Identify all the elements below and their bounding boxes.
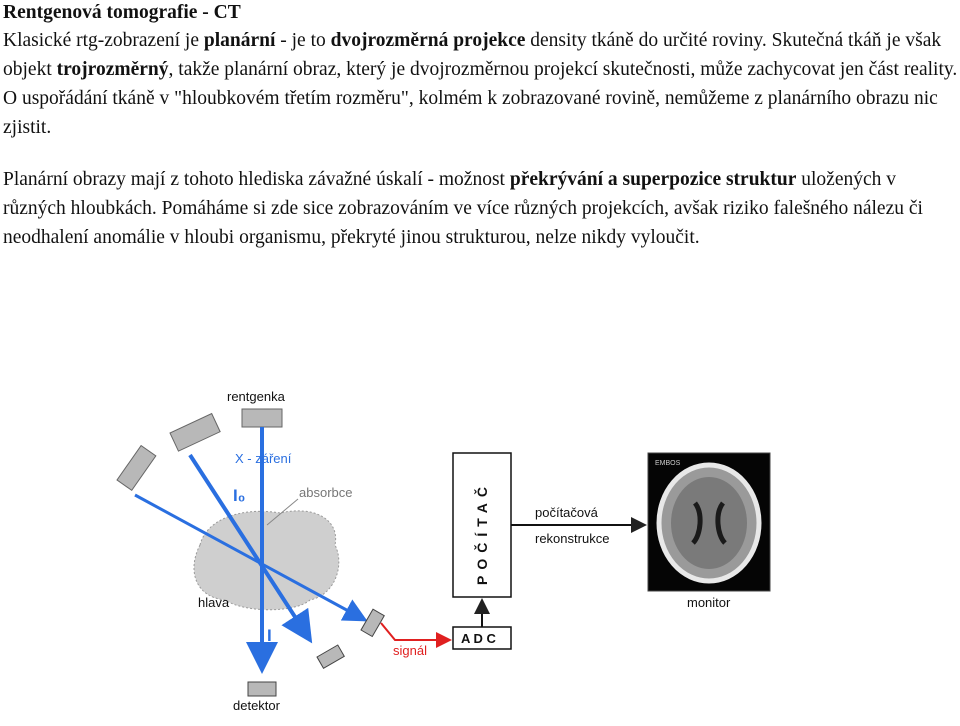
recon-line2: rekonstrukce bbox=[535, 531, 609, 546]
paragraph1-run-3: dvojrozměrná projekce bbox=[331, 30, 526, 51]
paragraph2-run-0: Planární obrazy mají z tohoto hlediska z… bbox=[3, 169, 510, 190]
i0-label: I₀ bbox=[233, 486, 245, 505]
ct-diagram: hlava rentgenka X - záření I₀ absorbce I… bbox=[95, 385, 795, 725]
paragraph1-run-5: trojrozměrný bbox=[57, 59, 169, 80]
adc-label: A D C bbox=[461, 631, 497, 646]
signal-label: signál bbox=[393, 643, 427, 658]
detektor-label: detektor bbox=[233, 698, 281, 713]
computer-label: POČÍTAČ bbox=[473, 481, 490, 585]
detector-bottom bbox=[248, 682, 276, 696]
paragraph-2: Planární obrazy mají z tohoto hlediska z… bbox=[3, 165, 958, 252]
i-label: I bbox=[267, 626, 272, 645]
paragraph2-run-1: překrývání a superpozice struktur bbox=[510, 169, 797, 190]
xray-label: X - záření bbox=[235, 451, 292, 466]
rentgenka-label: rentgenka bbox=[227, 389, 286, 404]
head-label: hlava bbox=[198, 595, 230, 610]
monitor-label: monitor bbox=[687, 595, 731, 610]
xray-tube-top bbox=[242, 409, 282, 427]
monitor-tag: EMBOS bbox=[655, 460, 681, 467]
paragraph1-run-1: planární bbox=[204, 30, 276, 51]
absorbce-label: absorbce bbox=[299, 485, 352, 500]
paragraph1-run-2: - je to bbox=[275, 30, 330, 51]
recon-line1: počítačová bbox=[535, 505, 599, 520]
paragraph1-run-0: Klasické rtg-zobrazení je bbox=[3, 30, 204, 51]
paragraph-1: Klasické rtg-zobrazení je planární - je … bbox=[3, 26, 958, 142]
document-text: Rentgenová tomografie - CT Klasické rtg-… bbox=[3, 0, 958, 252]
page-title: Rentgenová tomografie - CT bbox=[3, 0, 958, 26]
